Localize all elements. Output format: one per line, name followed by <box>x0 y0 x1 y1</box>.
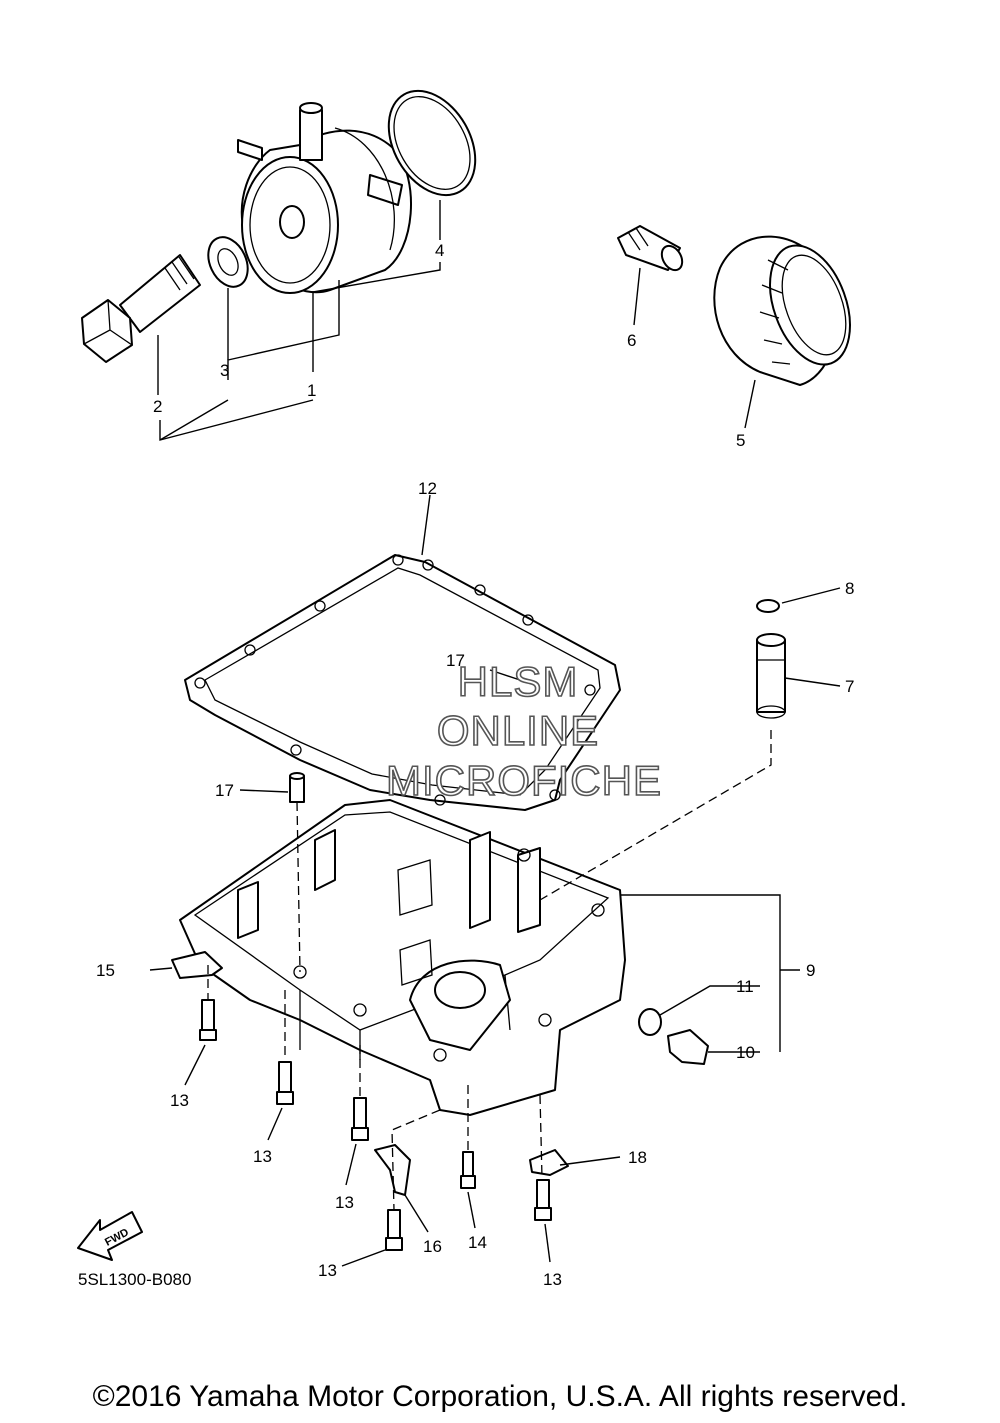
callout-18: 18 <box>628 1148 647 1167</box>
drain-bolt-10 <box>667 1029 709 1065</box>
callout-10: 10 <box>736 1043 755 1062</box>
callout-6: 6 <box>627 331 636 350</box>
callout-8: 8 <box>845 579 854 598</box>
callout-labels: 1 2 3 4 5 6 7 8 9 10 11 12 13 13 13 13 1… <box>96 241 854 1289</box>
callout-13b: 13 <box>253 1147 272 1166</box>
callout-5: 5 <box>736 431 745 450</box>
washer-3 <box>207 236 249 288</box>
callout-13c: 13 <box>335 1193 354 1212</box>
callout-3: 3 <box>220 361 229 380</box>
bracket-15 <box>171 951 223 979</box>
callout-13d: 13 <box>318 1261 337 1280</box>
diagram-code: 5SL1300-B080 <box>78 1270 191 1289</box>
callout-15: 15 <box>96 961 115 980</box>
callout-2: 2 <box>153 397 162 416</box>
leader-lines-top <box>157 200 756 441</box>
callout-17b: 17 <box>446 651 465 670</box>
copyright-notice: ©2016 Yamaha Motor Corporation, U.S.A. A… <box>92 1380 908 1413</box>
watermark-line3: MICROFICHE <box>386 757 662 804</box>
o-ring-8 <box>756 599 780 613</box>
bolts <box>199 999 552 1251</box>
callout-1: 1 <box>307 381 316 400</box>
callout-12: 12 <box>418 479 437 498</box>
oil-pan-gasket-12 <box>184 554 621 811</box>
oil-cooler <box>237 102 412 294</box>
oil-pan-9 <box>179 799 626 1116</box>
callout-13e: 13 <box>543 1270 562 1289</box>
callout-13a: 13 <box>170 1091 189 1110</box>
callout-16: 16 <box>423 1237 442 1256</box>
fitting-6 <box>617 225 684 272</box>
dowel-pin-17 <box>289 772 305 803</box>
callout-17a: 17 <box>215 781 234 800</box>
callout-4: 4 <box>435 241 444 260</box>
forward-arrow-icon: FWD <box>77 1211 143 1261</box>
watermark-line1: HLSM <box>458 658 579 705</box>
callout-7: 7 <box>845 677 854 696</box>
callout-11: 11 <box>736 977 754 996</box>
watermark-line2: ONLINE <box>437 707 599 754</box>
callout-14: 14 <box>468 1233 487 1252</box>
gasket-11 <box>638 1008 662 1036</box>
strainer-7 <box>756 633 786 719</box>
bracket-18 <box>529 1149 569 1176</box>
leader-lines-bottom <box>149 494 841 1267</box>
oil-filter-5 <box>713 235 851 386</box>
union-bolt-2 <box>81 254 201 363</box>
callout-9: 9 <box>806 961 815 980</box>
watermark: HLSM ONLINE MICROFICHE <box>385 657 662 805</box>
